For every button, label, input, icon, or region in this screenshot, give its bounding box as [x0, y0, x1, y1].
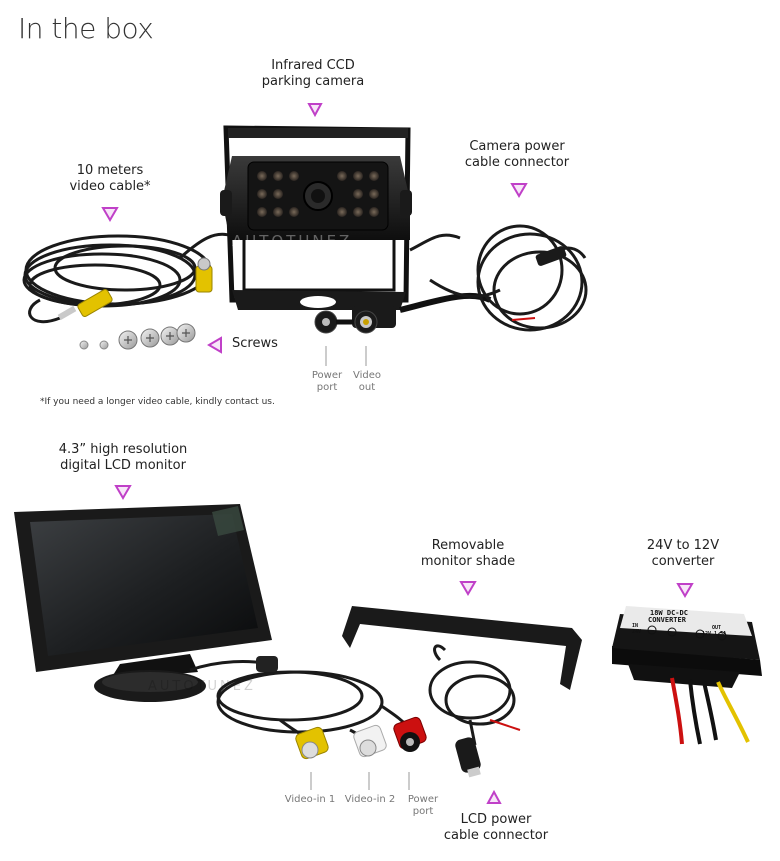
lcd-monitor: [14, 504, 272, 702]
converter-text-1: 18W DC-DC: [650, 609, 688, 617]
parking-camera: [220, 125, 412, 310]
lcd-power-port-label: Power port: [407, 794, 439, 817]
converter-in-v: 24V: [632, 629, 641, 635]
monitor-arrow-icon: [114, 485, 132, 500]
lcd-connector-arrow-icon: [486, 789, 502, 804]
converter-label: 24V to 12V converter: [646, 538, 720, 569]
camera-brand-watermark: AUTOTUNEZ: [232, 232, 352, 250]
video-in1-label: Video-in 1: [284, 794, 336, 805]
power-port-label: Power port: [311, 370, 343, 393]
screws-icon: [79, 323, 196, 350]
converter-wires: [670, 677, 750, 745]
converter-arrow-icon: [676, 583, 694, 598]
screws-arrow-icon: [207, 336, 222, 354]
camera-connectors: [314, 292, 492, 334]
video-cable-plugs: [57, 257, 213, 321]
footnote: *If you need a longer video cable, kindl…: [40, 397, 275, 407]
monitor-label: 4.3” high resolution digital LCD monitor: [58, 442, 188, 473]
arrow-markers: [101, 103, 694, 804]
camera-label: Infrared CCD parking camera: [261, 58, 365, 89]
camera-arrow-icon: [307, 103, 323, 118]
monitor-rca-plugs: [295, 716, 427, 760]
shade-arrow-icon: [459, 581, 477, 596]
video-out-label: Video out: [352, 370, 382, 393]
lcd-power-connector-label: LCD power cable connector: [443, 812, 549, 843]
voltage-converter: [612, 606, 762, 688]
converter-text-2: CONVERTER: [648, 616, 687, 624]
camera-power-cable: [409, 224, 588, 332]
converter-in: IN: [632, 623, 638, 629]
monitor-shade: [342, 606, 582, 690]
video-cable-label: 10 meters video cable*: [69, 163, 151, 194]
lcd-power-plug: [455, 737, 481, 778]
lcd-power-cable: [428, 644, 516, 746]
page-title: In the box: [18, 12, 154, 45]
shade-label: Removable monitor shade: [420, 538, 516, 569]
video-in2-label: Video-in 2: [344, 794, 396, 805]
converter-out-v: 12V 1.5A: [702, 631, 726, 637]
power-connector-label: Camera power cable connector: [464, 139, 570, 170]
screws-label: Screws: [232, 336, 278, 351]
converter-out: OUT: [712, 625, 721, 631]
cable-arrow-icon: [101, 207, 119, 222]
power-connector-arrow-icon: [510, 183, 528, 198]
